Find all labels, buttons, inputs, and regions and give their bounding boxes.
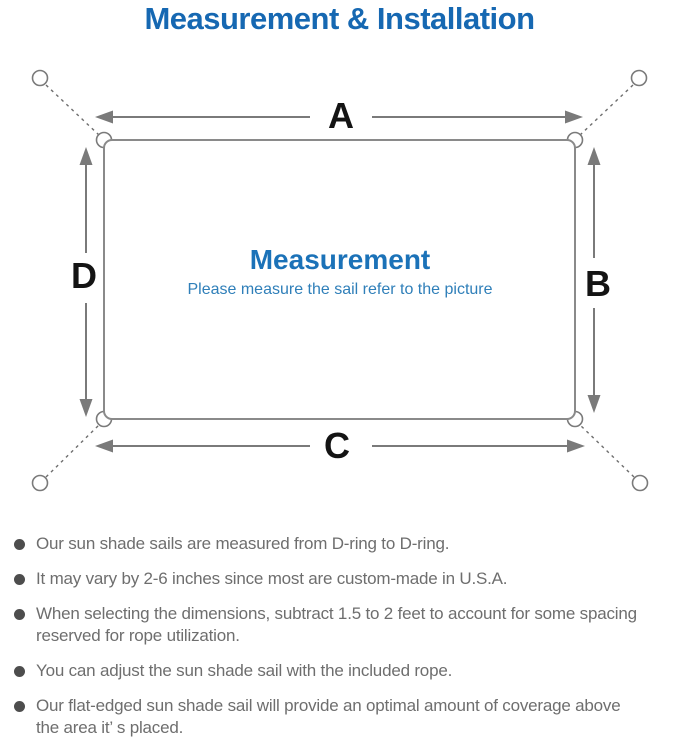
dimension-label-b: B (585, 263, 611, 304)
note-text: When selecting the dimensions, subtract … (36, 604, 637, 645)
bullet-dot-icon (14, 609, 25, 620)
dimension-arrow-c (95, 439, 585, 453)
list-item: Our flat-edged sun shade sail will provi… (14, 695, 672, 739)
dimension-label-d: D (71, 255, 97, 296)
notes-list: Our sun shade sails are measured from D-… (14, 533, 672, 739)
anchor-ring-icons (31, 69, 649, 492)
note-text: It may vary by 2-6 inches since most are… (36, 569, 508, 588)
bullet-dot-icon (14, 539, 25, 550)
dimension-label-c: C (324, 425, 350, 466)
sail-caption-subheading: Please measure the sail refer to the pic… (187, 281, 493, 298)
dimension-label-a: A (328, 95, 354, 136)
dimension-arrow-d (79, 147, 93, 417)
note-text: Our sun shade sails are measured from D-… (36, 534, 450, 553)
sail-measurement-diagram (31, 69, 649, 492)
tether-dashed-lines (45, 84, 635, 478)
note-text: Our flat-edged sun shade sail will provi… (36, 696, 621, 737)
sail-caption: Measurement Please measure the sail refe… (110, 245, 570, 300)
list-item: You can adjust the sun shade sail with t… (14, 660, 672, 682)
list-item: When selecting the dimensions, subtract … (14, 603, 672, 647)
list-item: Our sun shade sails are measured from D-… (14, 533, 672, 555)
bullet-dot-icon (14, 574, 25, 585)
dimension-arrow-b (587, 147, 601, 413)
sail-rectangle (103, 139, 576, 420)
page-title: Measurement & Installation (144, 1, 535, 36)
list-item: It may vary by 2-6 inches since most are… (14, 568, 672, 590)
dimension-arrows (79, 110, 601, 453)
bullet-dot-icon (14, 701, 25, 712)
note-text: You can adjust the sun shade sail with t… (36, 661, 453, 680)
sail-caption-heading: Measurement (249, 244, 431, 275)
bullet-dot-icon (14, 666, 25, 677)
dimension-arrow-a (95, 110, 583, 124)
